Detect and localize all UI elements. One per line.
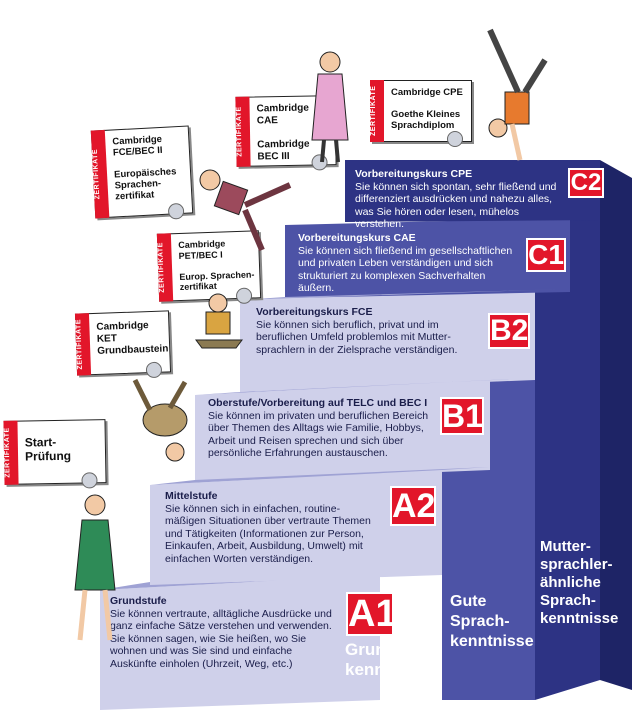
step-a2-front: [150, 470, 442, 585]
badge-c1: C1: [526, 238, 566, 272]
column-label-native: Mutter- sprachler- ähnliche Sprach- kenn…: [540, 538, 619, 627]
step-c1-title: Vorbereitungskurs CAE: [298, 232, 416, 244]
certificate-tag: ZERTIFIKATE: [156, 233, 174, 302]
step-a2-text: Mittelstufe Sie können sich in einfachen…: [165, 490, 380, 565]
step-c1-front: [285, 218, 570, 298]
badge-a1: A1: [346, 592, 397, 636]
column-label-basic: Grund- kenntnisse: [345, 640, 434, 679]
certificate-cae: ZERTIFIKATE Cambridge CAE Cambridge BEC …: [235, 95, 337, 171]
step-b1-text: Oberstufe/Vorbereitung auf TELC und BEC …: [208, 397, 438, 460]
step-b1-front: [195, 380, 490, 482]
step-a1-title: Grundstufe: [110, 595, 167, 607]
step-a1-desc: Sie können vertraute, alltägliche Ausdrü…: [110, 607, 332, 670]
step-b2-text: Vorbereitungskurs FCE Sie können sich be…: [256, 306, 486, 356]
certificate-text: Cambridge KET Grundbaustein: [96, 320, 169, 357]
step-b1-desc: Sie können im privaten und beruflichen B…: [208, 409, 429, 460]
step-a2-title: Mittelstufe: [165, 490, 218, 502]
step-c1-text: Vorbereitungskurs CAE Sie können sich fl…: [298, 232, 523, 295]
certificate-text: Start- Prüfung: [24, 434, 72, 464]
step-c2-text: Vorbereitungskurs CPE Sie können sich sp…: [355, 168, 570, 231]
seal-icon: [447, 131, 463, 147]
certificate-tag: ZERTIFIKATE: [370, 80, 384, 142]
step-a2-desc: Sie können sich in einfachen, routine-mä…: [165, 502, 371, 565]
certificate-tag: ZERTIFIKATE: [74, 313, 92, 376]
step-a1-text: Grundstufe Sie können vertraute, alltägl…: [110, 595, 340, 670]
certificate-text: Cambridge CPE Goethe Kleines Sprachdiplo…: [391, 87, 463, 131]
certificate-text: Cambridge FCE/BEC II Europäisches Sprach…: [112, 133, 177, 203]
certificate-ket: ZERTIFIKATE Cambridge KET Grundbaustein: [74, 310, 172, 379]
certificate-tag: ZERTIFIKATE: [3, 420, 19, 485]
certificate-start: ZERTIFIKATE Start- Prüfung: [3, 419, 107, 489]
certificate-pet: ZERTIFIKATE Cambridge PET/BEC I Europ. S…: [156, 230, 262, 305]
native-column-front: [535, 160, 600, 700]
certificate-cpe: ZERTIFIKATE Cambridge CPE Goethe Kleines…: [370, 80, 472, 147]
certificate-tag: ZERTIFIKATE: [235, 96, 251, 167]
badge-c2: C2: [568, 168, 604, 198]
step-c1-desc: Sie können sich fließend im gesellschaft…: [298, 244, 513, 295]
step-a2-top: [150, 467, 490, 485]
native-column-side: [600, 160, 632, 690]
step-c2-desc: Sie können sich spontan, sehr fließend u…: [355, 180, 557, 231]
column-label-good: Gute Sprach- kenntnisse: [450, 593, 534, 650]
badge-a2: A2: [390, 486, 436, 526]
certificate-fce: ZERTIFIKATE Cambridge FCE/BEC II Europäi…: [90, 125, 194, 220]
certificate-text: Cambridge PET/BEC I Europ. Sprachen- zer…: [178, 238, 255, 293]
step-a1-front: [100, 575, 380, 710]
step-b2-front: [240, 290, 535, 392]
step-c2-title: Vorbereitungskurs CPE: [355, 168, 473, 180]
step-b1-title: Oberstufe/Vorbereitung auf TELC und BEC …: [208, 397, 428, 409]
step-c2-front: [345, 160, 600, 222]
step-b2-title: Vorbereitungskurs FCE: [256, 306, 373, 318]
badge-b2: B2: [488, 313, 530, 349]
step-b2-desc: Sie können sich beruflich, privat und im…: [256, 318, 458, 356]
badge-b1: B1: [440, 397, 484, 435]
